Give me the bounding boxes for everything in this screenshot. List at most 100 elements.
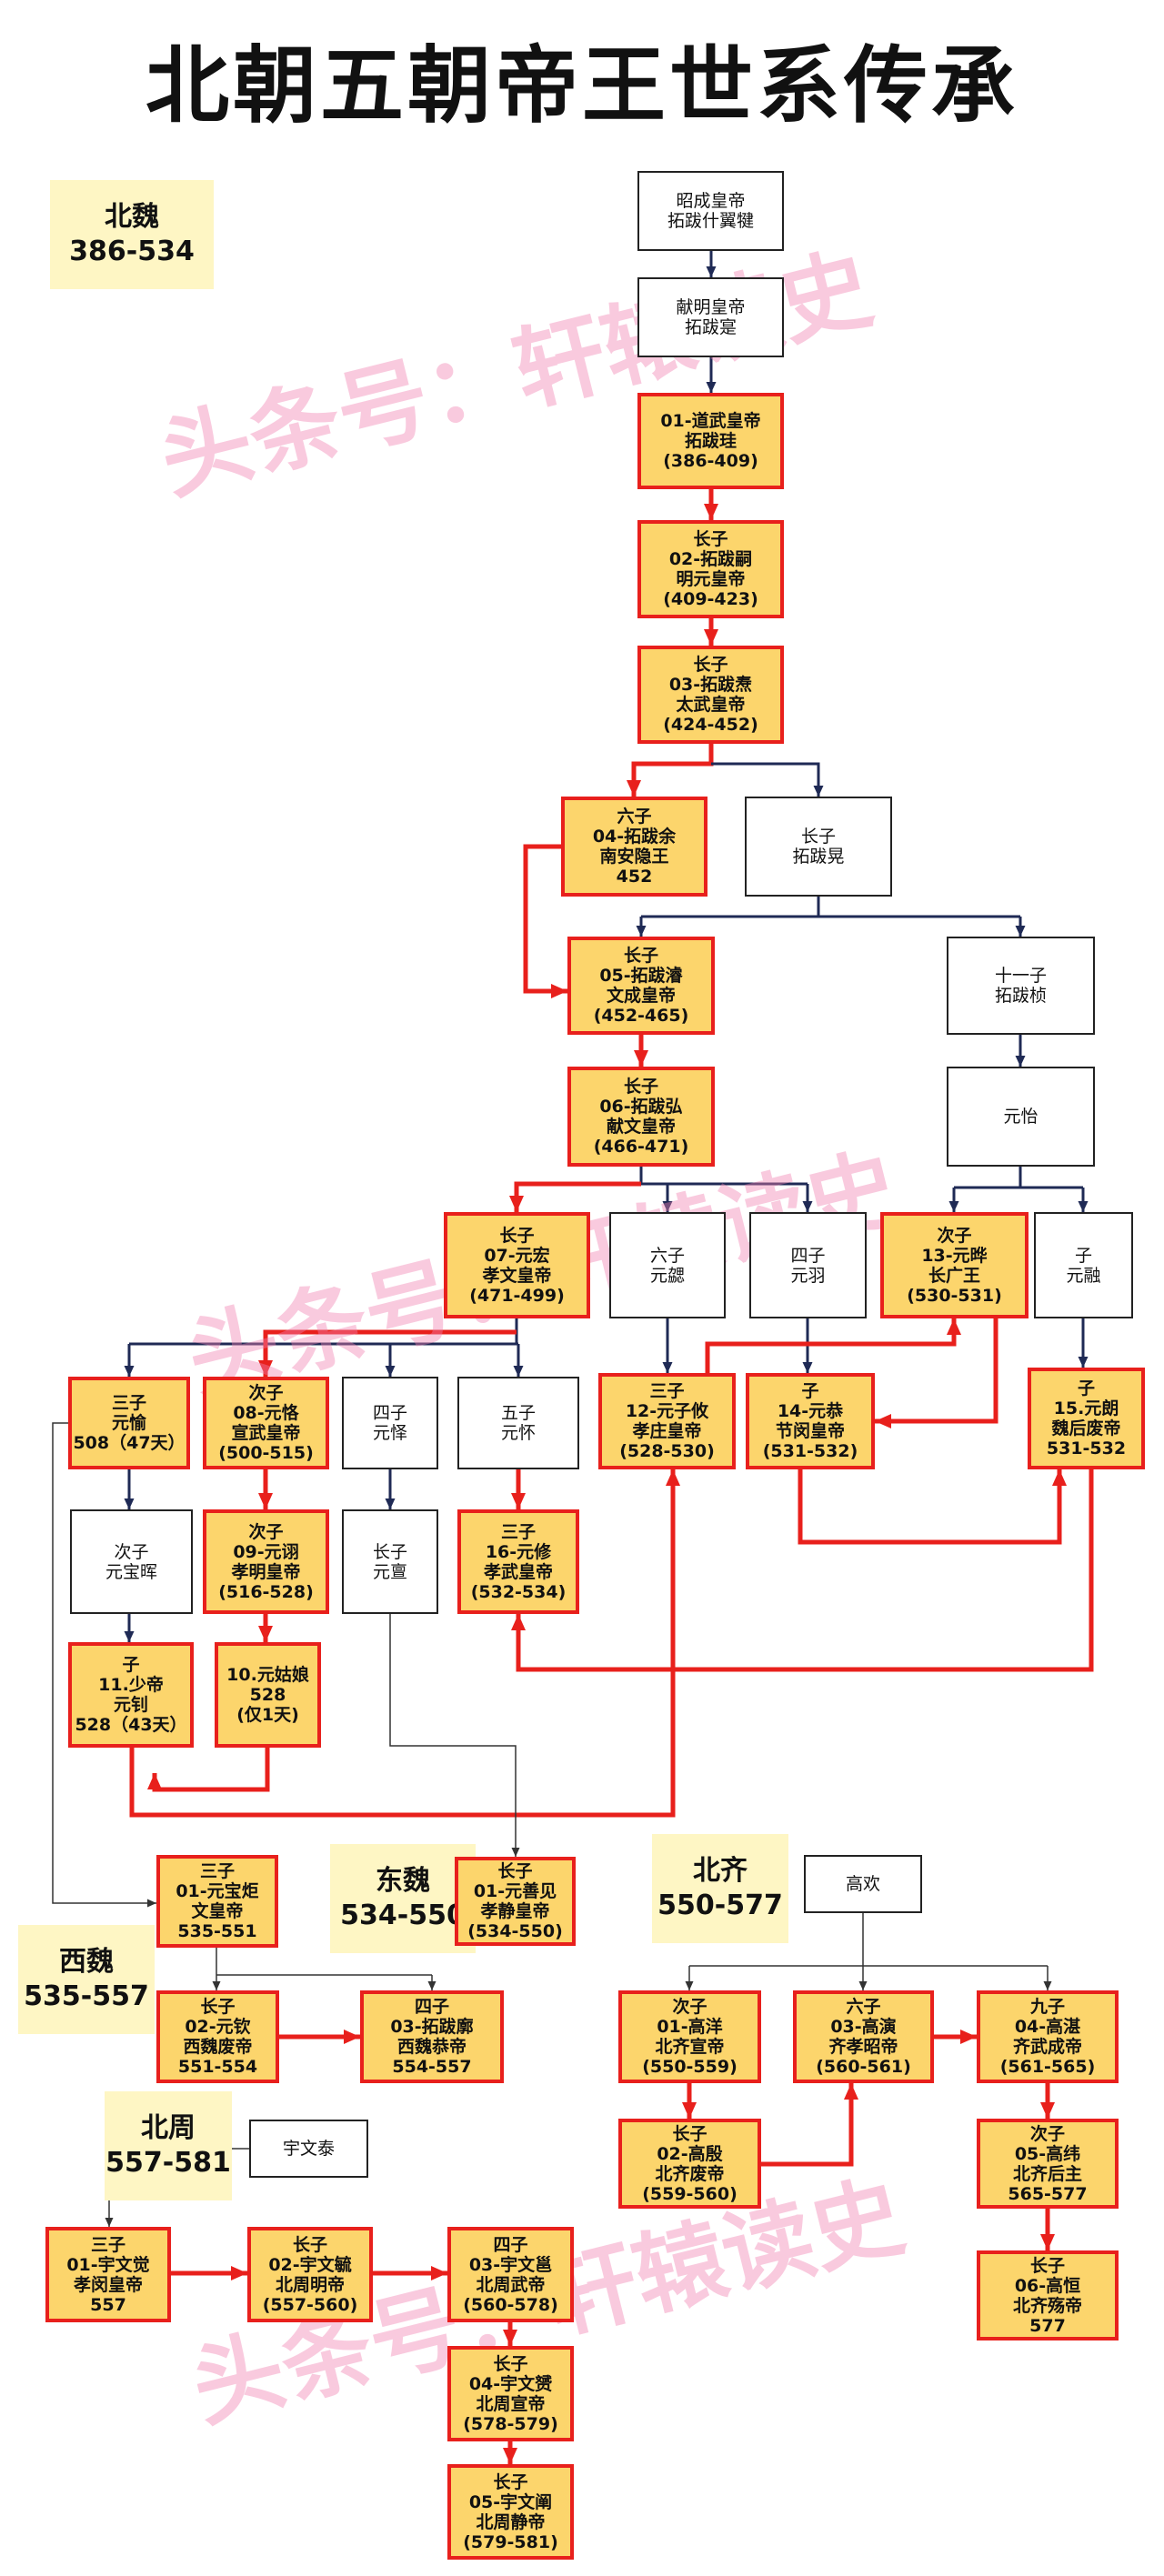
node-text-line: 三子 bbox=[500, 1521, 536, 1542]
lineage-line bbox=[52, 1422, 156, 1908]
node-text-line: (528-530) bbox=[619, 1441, 715, 1461]
node-text-line: 北齐宣帝 bbox=[655, 2037, 725, 2057]
node-text-line: 孝闵皇帝 bbox=[73, 2274, 143, 2295]
page-title: 北朝五朝帝王世系传承 bbox=[145, 37, 1018, 135]
node-text-line: 高欢 bbox=[845, 1874, 880, 1894]
person-node-yuanxie: 六子元勰 bbox=[609, 1212, 726, 1318]
node-text-line: 04-高湛 bbox=[1014, 2017, 1081, 2037]
node-text-line: (534-550) bbox=[467, 1921, 563, 1941]
node-text-line: 齐孝昭帝 bbox=[828, 2037, 898, 2057]
node-text-line: 宣武皇帝 bbox=[231, 1423, 301, 1443]
node-text-line: 西魏恭帝 bbox=[396, 2037, 467, 2057]
person-node-zhaocheng: 昭成皇帝拓跋什翼犍 bbox=[637, 171, 784, 251]
node-text-line: 四子 bbox=[493, 2234, 528, 2255]
node-text-line: 五子 bbox=[500, 1403, 536, 1423]
person-node-xianming: 献明皇帝拓跋寔 bbox=[637, 277, 784, 357]
node-text-line: 15.元朗 bbox=[1053, 1398, 1119, 1418]
node-text-line: 01-元善见 bbox=[473, 1881, 557, 1901]
emperor-node-daowu: 01-道武皇帝拓跋珪(386-409) bbox=[637, 393, 784, 489]
node-text-line: (579-581) bbox=[463, 2531, 558, 2552]
node-text-line: 528 bbox=[249, 1685, 286, 1705]
node-text-line: (386-409) bbox=[663, 451, 758, 471]
node-text-line: 03-拓跋焘 bbox=[668, 675, 753, 695]
node-text-line: 03-宇文邕 bbox=[468, 2254, 553, 2275]
node-text-line: 西魏废帝 bbox=[183, 2037, 253, 2057]
node-text-line: 元愉 bbox=[111, 1413, 146, 1433]
node-text-line: 拓跋什翼犍 bbox=[667, 211, 754, 231]
succession-arrow bbox=[761, 2083, 858, 2167]
person-node-gaohuan: 高欢 bbox=[804, 1855, 922, 1913]
node-text-line: 557 bbox=[90, 2294, 126, 2315]
person-node-yuanrong: 子元融 bbox=[1034, 1212, 1133, 1318]
node-text-line: 02-元钦 bbox=[185, 2017, 251, 2037]
node-text-line: 四子 bbox=[372, 1403, 407, 1423]
node-text-line: 拓跋珪 bbox=[684, 431, 737, 451]
node-text-line: (424-452) bbox=[663, 715, 758, 735]
node-text-line: 12-元子攸 bbox=[625, 1401, 709, 1421]
node-text-line: 魏后废帝 bbox=[1051, 1418, 1121, 1438]
node-text-line: 十一子 bbox=[994, 966, 1047, 986]
node-text-line: (559-560) bbox=[642, 2183, 738, 2204]
node-text-line: 14-元恭 bbox=[777, 1401, 844, 1421]
node-text-line: 01-宇文觉 bbox=[66, 2254, 150, 2275]
node-text-line: 长子 bbox=[623, 1077, 658, 1097]
node-text-line: 三子 bbox=[649, 1381, 685, 1401]
node-text-line: (500-515) bbox=[218, 1443, 314, 1463]
node-text-line: 北齐殇帝 bbox=[1012, 2295, 1082, 2316]
node-text-line: 元怀 bbox=[500, 1423, 536, 1443]
node-text-line: 长子 bbox=[497, 1861, 533, 1881]
node-text-line: 拓跋晃 bbox=[792, 847, 845, 867]
node-text-line: 02-拓跋嗣 bbox=[668, 549, 753, 569]
node-text-line: (471-499) bbox=[469, 1285, 565, 1306]
node-text-line: 南安隐王 bbox=[599, 847, 669, 867]
node-text-line: 577 bbox=[1029, 2315, 1066, 2336]
node-text-line: 四子 bbox=[790, 1245, 826, 1266]
node-text-line: 孝静皇帝 bbox=[480, 1901, 550, 1921]
person-node-tuobahuang: 长子拓跋晃 bbox=[745, 797, 892, 897]
node-text-line: (578-579) bbox=[463, 2413, 558, 2434]
node-text-line: 拓跋桢 bbox=[994, 986, 1047, 1006]
person-node-yuanhuai: 五子元怀 bbox=[457, 1377, 579, 1469]
node-text-line: 528（43天） bbox=[75, 1715, 187, 1735]
node-text-line: (560-561) bbox=[816, 2057, 911, 2077]
node-text-line: 孝明皇帝 bbox=[231, 1561, 301, 1582]
node-text-line: 次子 bbox=[672, 1997, 707, 2017]
node-text-line: 508（47天） bbox=[73, 1433, 186, 1453]
node-text-line: 16-元修 bbox=[485, 1541, 552, 1562]
node-text-line: 554-557 bbox=[392, 2057, 472, 2077]
node-text-line: 北齐废帝 bbox=[655, 2163, 725, 2184]
node-text-line: 01-元宝炬 bbox=[176, 1881, 259, 1901]
node-text-line: 长子 bbox=[292, 2234, 327, 2255]
node-text-line: 文皇帝 bbox=[191, 1901, 244, 1921]
person-node-yuwentai: 宇文泰 bbox=[249, 2120, 368, 2178]
node-text-line: 齐武成帝 bbox=[1012, 2037, 1082, 2057]
node-text-line: 宇文泰 bbox=[282, 2139, 335, 2159]
node-text-line: 01-道武皇帝 bbox=[660, 411, 761, 431]
node-text-line: 三子 bbox=[111, 1393, 146, 1413]
node-text-line: 三子 bbox=[199, 1861, 235, 1881]
node-text-line: 元宝晖 bbox=[105, 1561, 157, 1582]
succession-arrow bbox=[147, 1748, 270, 1792]
node-text-line: 551-554 bbox=[177, 2057, 258, 2077]
succession-arrow bbox=[705, 1318, 961, 1373]
node-text-line: 11.少帝 bbox=[98, 1675, 164, 1695]
person-node-tuobazhen: 十一子拓跋桢 bbox=[947, 937, 1095, 1035]
